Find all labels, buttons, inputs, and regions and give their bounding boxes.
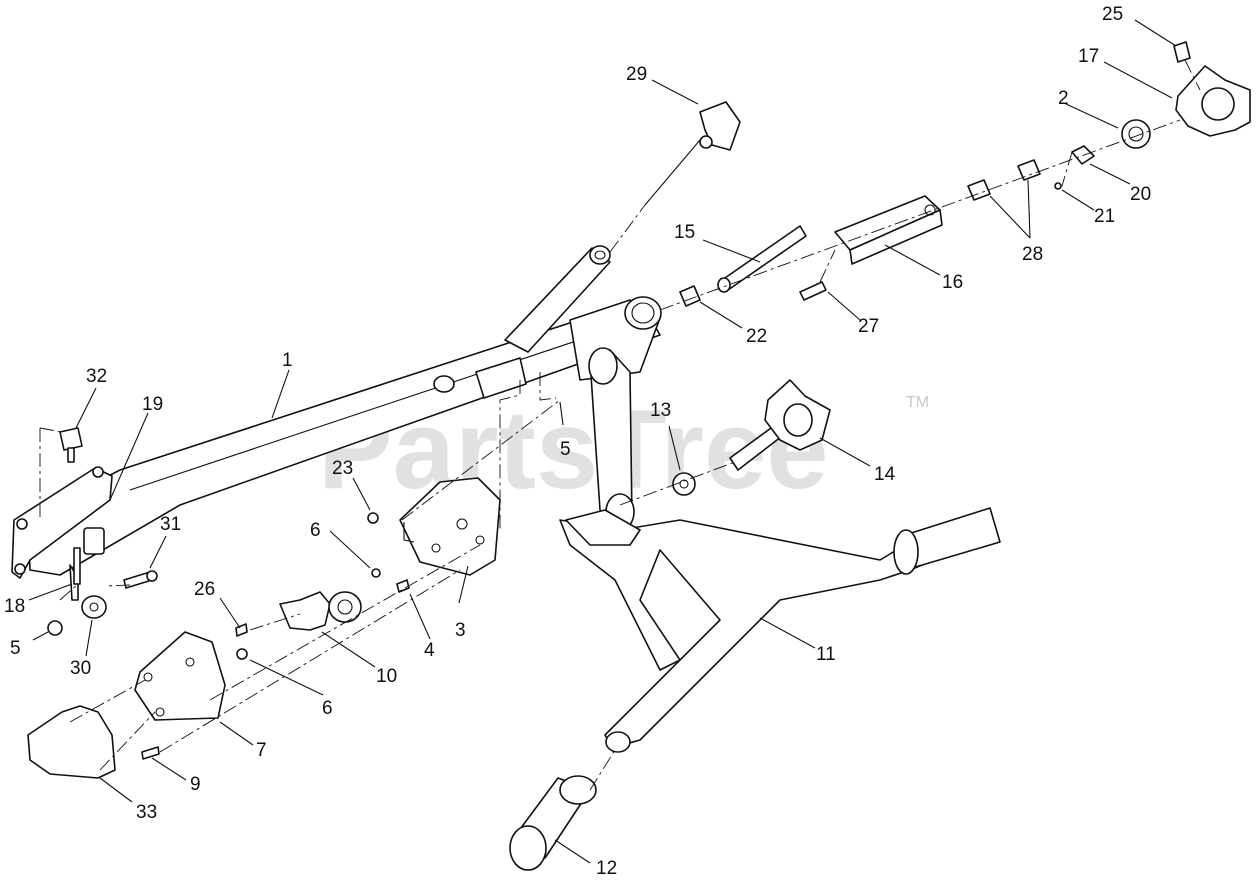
- callout-31: 31: [160, 514, 181, 535]
- spacer-part-28-a: [967, 179, 991, 201]
- bolt-part-32: [59, 427, 83, 463]
- callout-19: 19: [142, 394, 163, 415]
- nut-part-6-lower: [236, 648, 248, 660]
- callout-29: 29: [626, 64, 647, 85]
- grip-part-12: [509, 775, 597, 871]
- cover-part-7: [134, 631, 226, 721]
- callout-6-upper: 6: [310, 520, 321, 541]
- bushing-part-23: [367, 512, 379, 524]
- cover-hole-2: [155, 707, 165, 717]
- knob-part-17: [1175, 65, 1251, 137]
- mount-bracket: [475, 357, 527, 399]
- leader-lines: [28, 19, 1177, 864]
- callout-20: 20: [1130, 184, 1151, 205]
- callout-1: 1: [282, 350, 293, 371]
- screw-part-9: [141, 746, 160, 760]
- nut-part-6-upper: [371, 568, 381, 578]
- cover-hole-1: [185, 657, 195, 667]
- callout-16: 16: [942, 272, 963, 293]
- callout-23: 23: [332, 458, 353, 479]
- callout-25: 25: [1102, 4, 1123, 25]
- end-plate-part-19: [11, 466, 113, 579]
- callout-18: 18: [4, 596, 25, 617]
- cable-fitting-part-10: [279, 591, 362, 631]
- callout-21: 21: [1094, 206, 1115, 227]
- callout-4: 4: [424, 640, 435, 661]
- callout-11: 11: [816, 644, 836, 665]
- callout-12: 12: [596, 858, 617, 879]
- callout-26: 26: [194, 579, 215, 600]
- callout-14: 14: [874, 464, 896, 485]
- knob-part-14: [729, 379, 831, 471]
- bearing-part-2: [1121, 119, 1151, 149]
- small-part-21: [1054, 182, 1062, 190]
- pin-part-15: [717, 225, 807, 293]
- callout-3: 3: [455, 620, 466, 641]
- lever-part-18: [69, 527, 105, 601]
- assembly-lines: [39, 59, 1201, 791]
- callout-13: 13: [650, 400, 671, 421]
- callout-17: 17: [1078, 46, 1099, 67]
- cable-handle-part-29: [644, 101, 741, 206]
- watermark-trademark: TM: [906, 394, 929, 411]
- gasket-part-33: [27, 705, 116, 779]
- callout-labels: 1 2 3 4 5 5 6 6 7 9 10 11 12 13 14 15 16…: [4, 4, 1151, 879]
- callout-6-lower: 6: [322, 698, 333, 719]
- callout-15: 15: [674, 222, 695, 243]
- spacer-part-28-b: [1017, 159, 1041, 181]
- callout-32: 32: [86, 366, 107, 387]
- pin-part-27: [799, 281, 827, 301]
- nut-part-5: [47, 620, 63, 636]
- cover-hole-3: [143, 672, 153, 682]
- screw-part-4: [396, 579, 410, 593]
- callout-30: 30: [70, 658, 91, 679]
- square-tube-part-16: [834, 195, 943, 265]
- pulley-part-30: [81, 595, 107, 619]
- callout-10: 10: [376, 666, 397, 687]
- callout-27: 27: [858, 316, 879, 337]
- callout-5-frame: 5: [560, 439, 571, 460]
- callout-2: 2: [1058, 88, 1069, 109]
- pivot-link: [565, 347, 641, 546]
- callout-7: 7: [256, 740, 267, 761]
- washer-part-13: [672, 472, 696, 496]
- cap-part-25: [1173, 41, 1191, 63]
- callout-5-lever: 5: [10, 638, 21, 659]
- callout-33: 33: [136, 802, 157, 823]
- pin-part-26: [235, 623, 248, 637]
- spacer-part-22: [679, 285, 701, 307]
- callout-22: 22: [746, 326, 767, 347]
- handle-part-11: [559, 507, 1001, 753]
- callout-28: 28: [1022, 244, 1043, 265]
- callout-9: 9: [190, 774, 201, 795]
